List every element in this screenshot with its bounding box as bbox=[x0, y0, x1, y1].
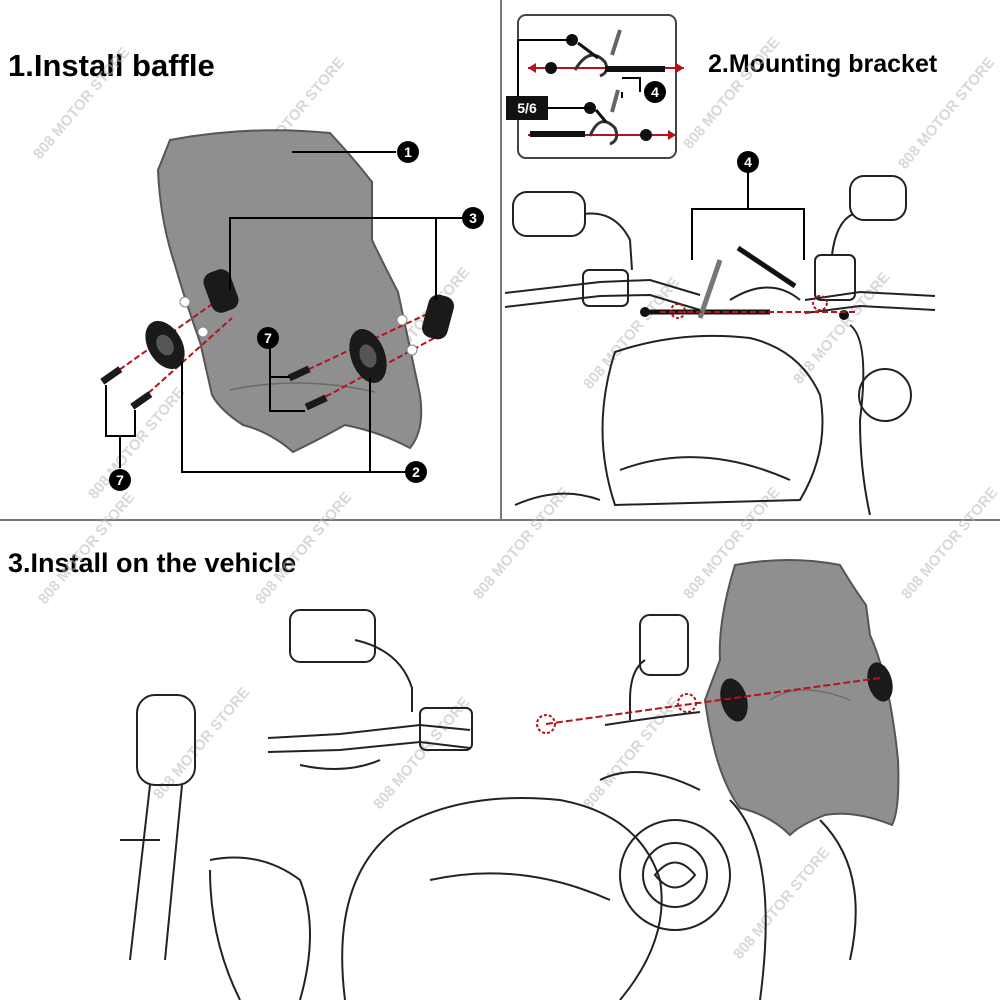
watermark-1: 808 MOTOR STORE bbox=[30, 44, 133, 162]
callout-4-main: 4 bbox=[737, 151, 759, 173]
callout-1: 1 bbox=[397, 141, 419, 163]
callout-4-inset: 4 bbox=[644, 81, 666, 103]
callout-2: 2 bbox=[405, 461, 427, 483]
mount-point-right bbox=[677, 693, 697, 713]
svg-text:2: 2 bbox=[412, 464, 420, 480]
step2-title: 2.Mounting bracket bbox=[708, 50, 938, 78]
bracket-installed bbox=[640, 245, 856, 320]
watermark-15: 808 MOTOR STORE bbox=[370, 694, 473, 812]
watermark-10: 808 MOTOR STORE bbox=[252, 489, 355, 607]
windshield-inner-line bbox=[229, 382, 376, 393]
watermark-3: 808 MOTOR STORE bbox=[680, 34, 783, 152]
windshield-shape bbox=[156, 129, 423, 454]
mount-bracket-left bbox=[145, 320, 185, 370]
motorcycle-front-top bbox=[504, 175, 936, 516]
panel-mounting-bracket: 5/6 4 4 bbox=[504, 14, 936, 516]
vertical-divider bbox=[500, 0, 502, 520]
svg-text:4: 4 bbox=[651, 84, 659, 100]
callout-3: 3 bbox=[462, 207, 484, 229]
svg-text:5/6: 5/6 bbox=[517, 100, 537, 116]
tag-5-6: 5/6 bbox=[506, 96, 548, 120]
screw-group bbox=[100, 365, 328, 411]
watermark-13: 808 MOTOR STORE bbox=[898, 484, 1000, 602]
step3-title: 3.Install on the vehicle bbox=[8, 548, 297, 578]
horizontal-divider bbox=[0, 519, 1000, 521]
mount-bracket-right bbox=[349, 329, 387, 383]
watermark-6: 808 MOTOR STORE bbox=[580, 274, 683, 392]
step1-title: 1.Install baffle bbox=[8, 48, 215, 83]
svg-text:1: 1 bbox=[404, 144, 412, 160]
watermark-18: 808 MOTOR STORE bbox=[730, 844, 833, 962]
windshield-installed bbox=[703, 559, 900, 837]
callout-7-left: 7 bbox=[109, 469, 131, 491]
svg-text:4: 4 bbox=[744, 154, 752, 170]
svg-text:7: 7 bbox=[264, 330, 272, 346]
panel-install-baffle: 1 3 7 2 7 bbox=[100, 129, 484, 491]
mount-point-left bbox=[536, 714, 556, 734]
svg-text:3: 3 bbox=[469, 210, 477, 226]
panel-install-vehicle bbox=[120, 559, 900, 1000]
svg-text:7: 7 bbox=[116, 472, 124, 488]
mount-knob-right bbox=[421, 294, 455, 340]
callout-7-right: 7 bbox=[257, 327, 279, 349]
motorcycle-full bbox=[120, 609, 857, 1000]
watermark-9: 808 MOTOR STORE bbox=[35, 489, 138, 607]
watermark-4: 808 MOTOR STORE bbox=[895, 54, 998, 172]
